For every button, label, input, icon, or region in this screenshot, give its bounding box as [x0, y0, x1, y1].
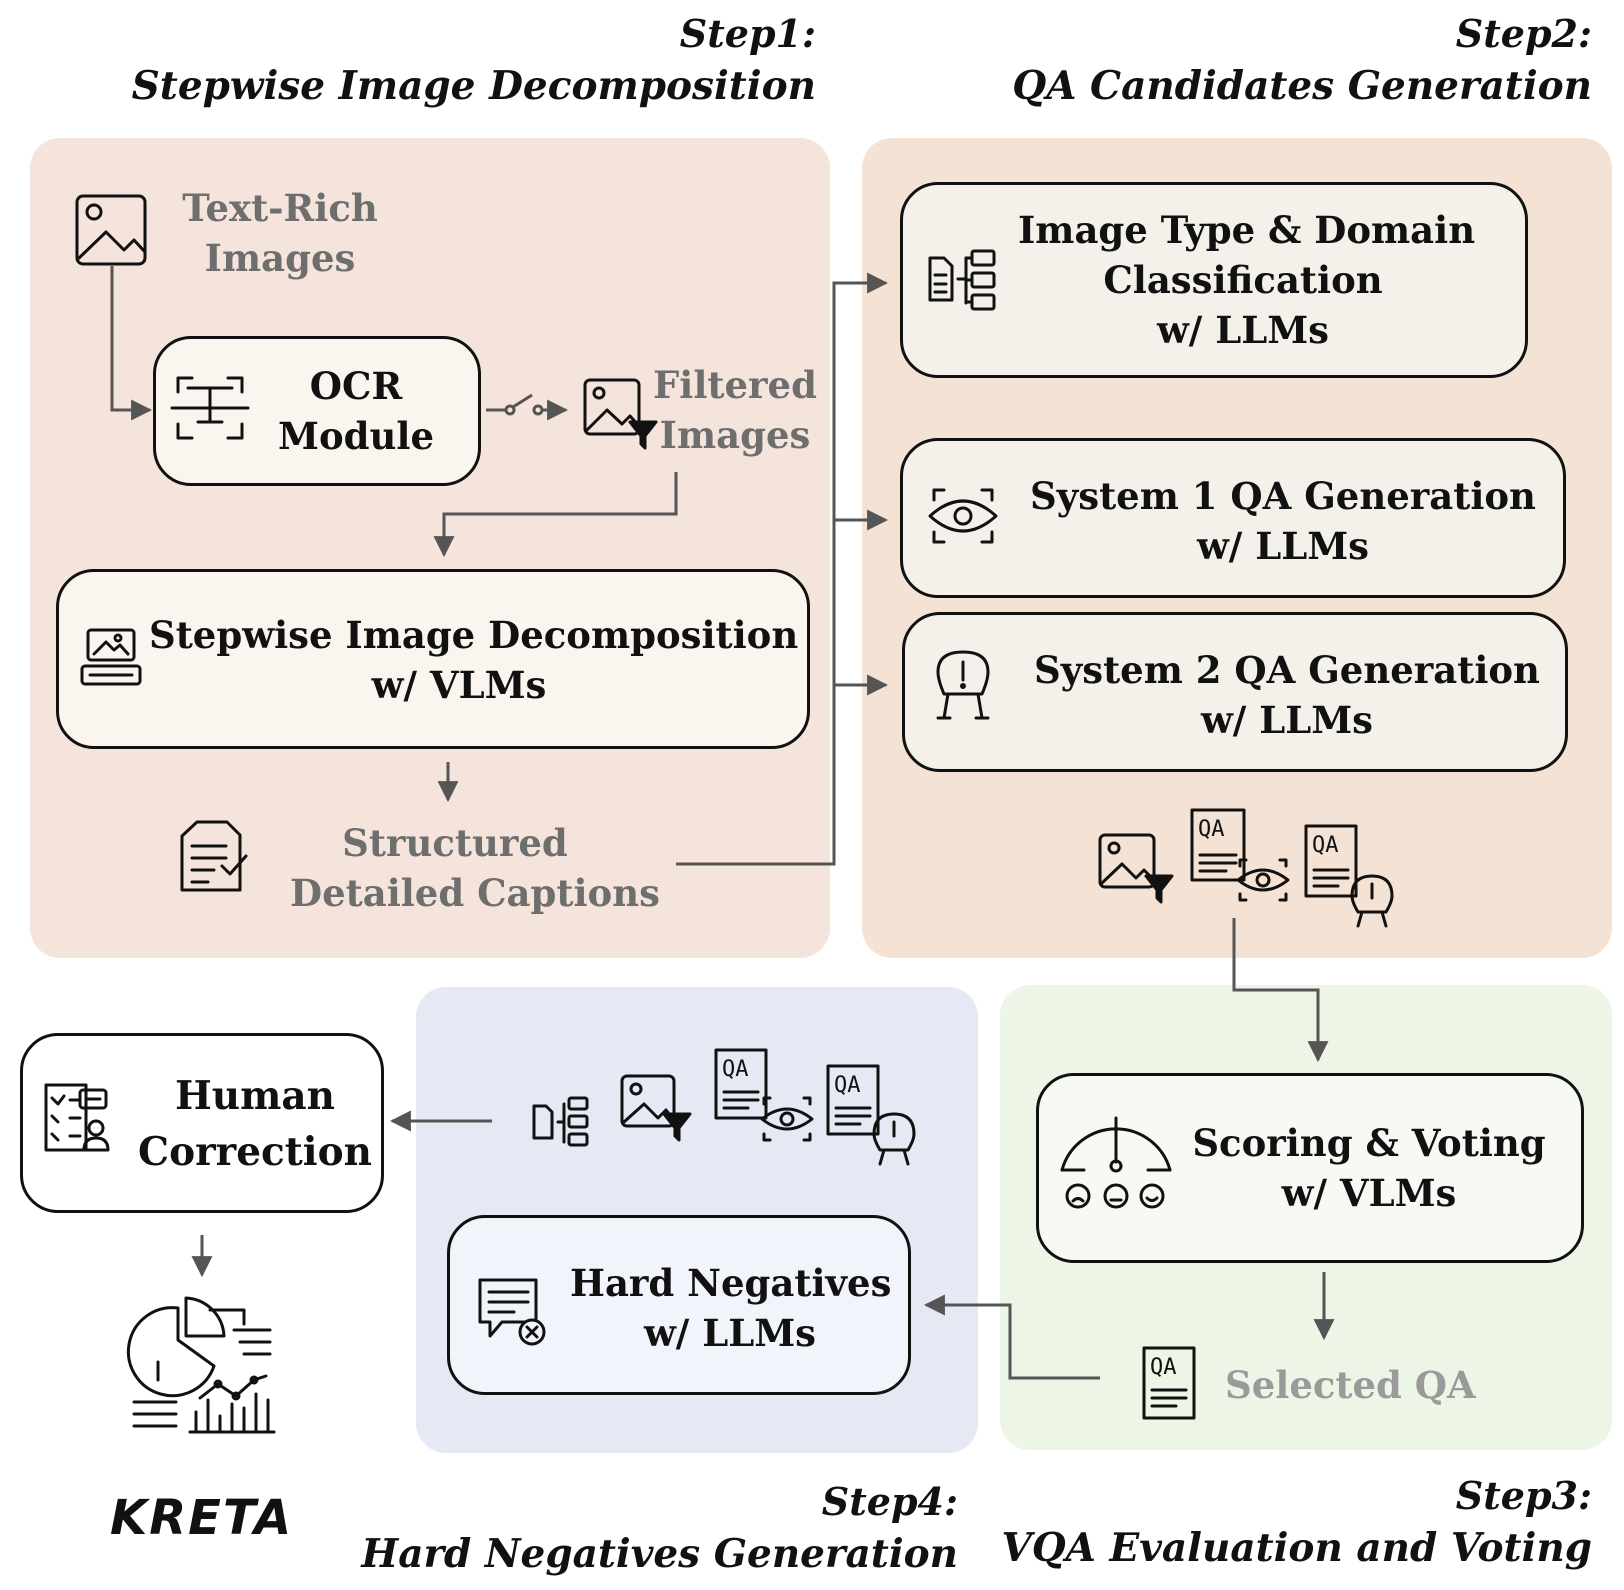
qa-document-icon [826, 1064, 880, 1136]
text-rich-line2: Images [204, 236, 356, 280]
system2-box: System 2 QA Generation w/ LLMs [902, 612, 1568, 772]
document-tree-icon [928, 249, 996, 311]
laptop-image-icon [80, 628, 142, 686]
filtered-line1: Filtered [653, 363, 817, 407]
scoring-line1: Scoring & Voting [1192, 1121, 1546, 1165]
step1-number: Step1: [679, 11, 816, 56]
human-line2: Correction [138, 1129, 372, 1175]
ocr-module-box: OCR Module [153, 336, 481, 486]
switch-arrow [486, 393, 569, 421]
step3-name: VQA Evaluation and Voting [1001, 1525, 1592, 1571]
step1-panel [30, 138, 830, 958]
qa-document-icon [1304, 824, 1358, 898]
document-check-icon [180, 820, 248, 892]
checklist-person-icon [44, 1083, 110, 1152]
step3-number: Step3: [1455, 1473, 1592, 1518]
text-rich-images-label: Text-Rich Images [180, 183, 380, 283]
qa-letters: QA [1150, 1355, 1177, 1380]
step2-number: Step2: [1455, 11, 1592, 56]
hard-line1: Hard Negatives [570, 1261, 892, 1305]
decomposition-box: Stepwise Image Decomposition w/ VLMs [56, 569, 810, 749]
qa-letters: QA [1312, 833, 1339, 858]
captions-line1: Structured [342, 821, 568, 865]
system1-box: System 1 QA Generation w/ LLMs [900, 438, 1566, 598]
human-line1: Human [174, 1073, 336, 1119]
ocr-scan-icon [170, 376, 250, 440]
hard-line2: w/ LLMs [643, 1311, 817, 1355]
arrow-input-to-ocr [110, 266, 153, 421]
step2-name: QA Candidates Generation [1012, 63, 1592, 109]
captions-line2: Detailed Captions [290, 871, 660, 915]
kreta-label: KRETA [110, 1490, 294, 1546]
system1-line2: w/ LLMs [1196, 524, 1370, 568]
step4-number: Step4: [821, 1479, 958, 1524]
system2-line1: System 2 QA Generation [1034, 648, 1540, 692]
selected-qa-label: Selected QA [1225, 1363, 1476, 1407]
classification-line3: w/ LLMs [1156, 308, 1330, 352]
step1-name: Stepwise Image Decomposition [131, 63, 816, 109]
arrow-captions-to-step2 [676, 272, 889, 866]
arrow-to-scoring [1232, 918, 1329, 1063]
filtered-image-icon [1098, 833, 1174, 904]
classification-box: Image Type & Domain Classification w/ LL… [900, 182, 1528, 378]
text-rich-line1: Text-Rich [182, 186, 378, 230]
classification-line1: Image Type & Domain [1018, 208, 1476, 252]
human-correction-box: Human Correction [20, 1033, 384, 1213]
filtered-image-icon [620, 1074, 692, 1142]
qa-letters: QA [722, 1057, 749, 1082]
step3-title: Step3: VQA Evaluation and Voting [1001, 1470, 1592, 1574]
alert-think-icon [872, 1112, 916, 1166]
hard-negatives-box: Hard Negatives w/ LLMs [447, 1215, 911, 1395]
decomp-line1: Stepwise Image Decomposition [149, 613, 799, 657]
arrow-filtered-to-decomp [433, 472, 678, 558]
qa-letters: QA [1198, 817, 1225, 842]
qa-document-icon [1190, 808, 1246, 882]
step4-title: Step4: Hard Negatives Generation [361, 1476, 958, 1580]
analytics-chart-icon [126, 1296, 276, 1434]
alert-think-icon [1350, 874, 1394, 928]
decomp-line2: w/ VLMs [371, 663, 547, 707]
alert-think-icon [936, 650, 990, 720]
system1-line1: System 1 QA Generation [1030, 474, 1536, 518]
step2-title: Step2: QA Candidates Generation [1012, 8, 1592, 112]
arrow-selected-to-hard [923, 1294, 1100, 1380]
qa-document-icon [1142, 1346, 1196, 1420]
ocr-line1: OCR [309, 364, 403, 408]
eye-scan-icon [760, 1096, 814, 1142]
scoring-box: Scoring & Voting w/ VLMs [1036, 1073, 1584, 1263]
step1-title: Step1: Stepwise Image Decomposition [132, 8, 816, 112]
classification-line2: Classification [1103, 258, 1383, 302]
step4-name: Hard Negatives Generation [361, 1531, 958, 1577]
qa-document-icon [714, 1048, 768, 1120]
system2-line2: w/ LLMs [1200, 698, 1374, 742]
filtered-images-label: Filtered Images [650, 360, 820, 460]
structured-captions-label: Structured Detailed Captions [290, 818, 660, 918]
gauge-rating-icon [1060, 1116, 1172, 1209]
scoring-line2: w/ VLMs [1281, 1171, 1457, 1215]
image-icon [75, 194, 147, 266]
document-tree-icon [532, 1096, 589, 1147]
eye-scan-icon [1236, 858, 1290, 902]
filtered-image-icon [583, 378, 658, 450]
qa-letters: QA [834, 1073, 861, 1098]
filtered-line2: Images [659, 413, 811, 457]
ocr-line2: Module [277, 414, 434, 458]
eye-scan-icon [928, 488, 998, 544]
message-reject-icon [478, 1278, 546, 1346]
